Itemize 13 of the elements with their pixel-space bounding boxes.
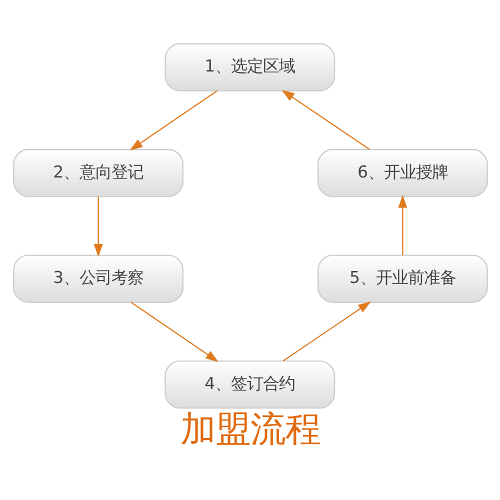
arrow [93, 196, 102, 257]
node-box: 6、开业授牌 [316, 148, 488, 198]
node-box: 1、选定区域 [164, 43, 335, 92]
node-box: 5、开业前准备 [316, 254, 488, 303]
arrow [130, 302, 218, 362]
node-box: 2、意向登记 [12, 148, 184, 198]
diagram-title: 加盟流程 [180, 408, 320, 450]
node-box: 4、签订合约 [164, 360, 335, 409]
arrow [282, 301, 370, 362]
arrow [281, 90, 370, 150]
arrow [398, 194, 407, 256]
arrow [129, 90, 217, 150]
node-box: 3、公司考察 [12, 254, 184, 303]
